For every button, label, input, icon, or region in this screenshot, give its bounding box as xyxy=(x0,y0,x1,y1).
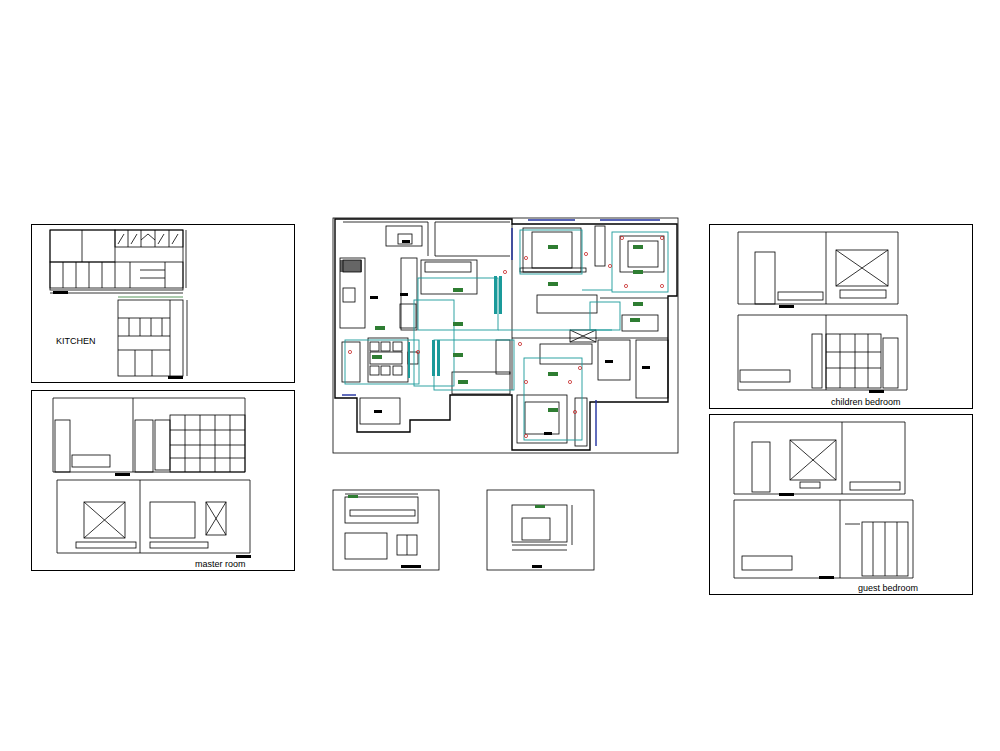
kitchen-panel: KITCHEN xyxy=(31,224,295,383)
panel-caption: guest bedroom xyxy=(857,583,919,593)
master-room-panel: master room xyxy=(31,390,295,571)
guest-bedroom-panel: guest bedroom xyxy=(709,414,973,595)
children-bedroom-panel: children bedroom xyxy=(709,224,973,409)
panel-caption: children bedroom xyxy=(830,397,902,407)
panel-caption: KITCHEN xyxy=(55,336,97,346)
panel-caption: master room xyxy=(194,559,247,569)
